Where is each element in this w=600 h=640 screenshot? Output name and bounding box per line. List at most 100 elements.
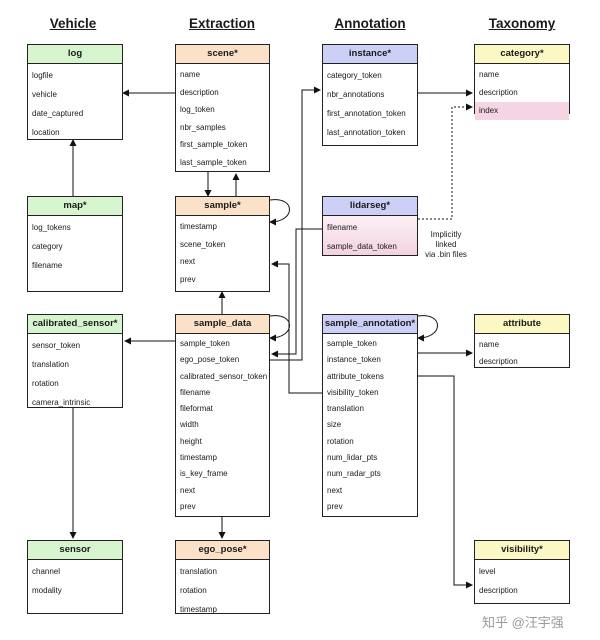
note-line-1: Implicitly xyxy=(430,230,462,239)
table-sample: sample* timestamp scene_token next prev xyxy=(175,196,270,292)
field-sd-prev: prev xyxy=(180,501,196,511)
field-scene-description: description xyxy=(180,87,219,97)
field-log-date-captured: date_captured xyxy=(32,109,84,118)
field-sample-scene-token: scene_token xyxy=(180,239,226,249)
table-sample-annotation: sample_annotation* sample_token instance… xyxy=(322,314,418,517)
field-attribute-name: name xyxy=(479,340,500,349)
field-sample-timestamp: timestamp xyxy=(180,222,217,231)
table-category: category* name description index xyxy=(474,44,570,120)
field-sd-calibrated-sensor-token: calibrated_sensor_token xyxy=(180,371,268,381)
field-sa-attribute-tokens: attribute_tokens xyxy=(327,371,384,381)
edge-sample-self xyxy=(269,199,290,226)
column-title-taxonomy: Taxonomy xyxy=(488,16,556,31)
edge-annotation-visibility xyxy=(418,375,473,589)
field-sd-fileformat: fileformat xyxy=(180,404,213,414)
field-scene-name: name xyxy=(180,70,201,79)
field-sa-num-radar-pts: num_radar_pts xyxy=(327,469,381,479)
edge-lidarseg-category-dotted xyxy=(418,103,473,220)
field-sa-translation: translation xyxy=(327,404,364,414)
field-log-location: location xyxy=(32,128,60,137)
table-scene: scene* name description log_token nbr_sa… xyxy=(175,44,270,172)
table-calibrated-sensor: calibrated_sensor* sensor_token translat… xyxy=(27,314,123,408)
field-scene-log-token: log_token xyxy=(180,105,215,114)
field-sd-next: next xyxy=(180,485,196,495)
field-log-logfile: logfile xyxy=(32,71,53,80)
implicit-link-note: Implicitly linked via .bin files xyxy=(418,230,474,260)
table-visibility-title: visibility* xyxy=(475,541,569,560)
field-sa-sample-token: sample_token xyxy=(327,339,377,348)
edge-annotation-sample xyxy=(271,260,322,394)
field-visibility-level: level xyxy=(479,567,496,576)
edge-lidarseg-sampledata xyxy=(271,228,322,358)
field-category-description: description xyxy=(479,88,518,97)
field-map-log-tokens: log_tokens xyxy=(32,223,71,232)
field-scene-first-sample-token: first_sample_token xyxy=(180,140,248,149)
table-visibility: visibility* level description xyxy=(474,540,570,604)
table-sensor-title: sensor xyxy=(28,541,122,560)
field-map-filename: filename xyxy=(32,261,63,270)
column-title-vehicle: Vehicle xyxy=(49,16,97,31)
field-sensor-channel: channel xyxy=(32,567,61,576)
field-calib-sensor-token: sensor_token xyxy=(32,341,81,350)
table-map: map* log_tokens category filename xyxy=(27,196,123,292)
watermark: 知乎 @汪宇强 xyxy=(482,615,564,630)
field-sa-num-lidar-pts: num_lidar_pts xyxy=(327,453,378,463)
field-scene-last-sample-token: last_sample_token xyxy=(180,157,247,167)
field-scene-nbr-samples: nbr_samples xyxy=(180,122,226,132)
table-map-title: map* xyxy=(28,197,122,216)
table-attribute-title: attribute xyxy=(475,315,569,334)
table-attribute: attribute name description xyxy=(474,314,570,368)
field-instance-last-annotation-token: last_annotation_token xyxy=(327,128,406,137)
field-calib-translation: translation xyxy=(32,360,69,369)
table-lidarseg: lidarseg* filename sample_data_token xyxy=(322,196,418,256)
field-sample-prev: prev xyxy=(180,274,196,284)
table-sample-annotation-title: sample_annotation* xyxy=(323,315,417,334)
field-sample-next: next xyxy=(180,257,196,266)
field-ego-translation: translation xyxy=(180,567,217,576)
field-ego-timestamp: timestamp xyxy=(180,605,217,614)
table-category-title: category* xyxy=(475,45,569,64)
field-sa-next: next xyxy=(327,485,343,495)
field-sd-sample-token: sample_token xyxy=(180,339,230,348)
table-sample-data-title: sample_data xyxy=(176,315,269,334)
table-log-title: log xyxy=(28,45,122,64)
table-sample-data: sample_data sample_token ego_pose_token … xyxy=(175,314,270,517)
field-sd-filename: filename xyxy=(180,387,211,397)
edge-sampledata-self xyxy=(269,315,290,342)
table-sensor: sensor channel modality xyxy=(27,540,123,614)
table-ego-pose-title: ego_pose* xyxy=(176,541,269,560)
field-sd-height: height xyxy=(180,436,202,446)
edge-sampledata-instance xyxy=(270,86,321,361)
field-sensor-modality: modality xyxy=(32,586,62,595)
table-instance: instance* category_token nbr_annotations… xyxy=(322,44,418,146)
table-scene-title: scene* xyxy=(176,45,269,64)
field-sa-instance-token: instance_token xyxy=(327,355,381,365)
note-line-2: linked xyxy=(435,240,457,249)
field-visibility-description: description xyxy=(479,586,518,595)
table-log: log logfile vehicle date_captured locati… xyxy=(27,44,123,140)
column-title-annotation: Annotation xyxy=(334,16,406,31)
field-instance-nbr-annotations: nbr_annotations xyxy=(327,90,385,99)
field-category-index: index xyxy=(475,102,569,120)
field-sd-is-key-frame: is_key_frame xyxy=(180,469,228,479)
table-lidarseg-title: lidarseg* xyxy=(323,197,417,216)
field-sd-width: width xyxy=(180,420,199,430)
column-title-extraction: Extraction xyxy=(188,16,256,31)
note-line-3: via .bin files xyxy=(425,250,467,259)
edge-annotation-self xyxy=(417,315,438,342)
field-sa-prev: prev xyxy=(327,501,343,511)
field-map-category: category xyxy=(32,242,63,251)
field-sd-timestamp: timestamp xyxy=(180,453,217,463)
field-ego-rotation: rotation xyxy=(180,586,207,595)
table-ego-pose: ego_pose* translation rotation timestamp xyxy=(175,540,270,614)
field-attribute-description: description xyxy=(479,357,518,366)
field-sd-ego-pose-token: ego_pose_token xyxy=(180,355,240,365)
field-sa-visibility-token: visibility_token xyxy=(327,387,379,397)
table-calibrated-sensor-title: calibrated_sensor* xyxy=(28,315,122,334)
field-category-name: name xyxy=(479,70,500,79)
field-calib-rotation: rotation xyxy=(32,379,59,388)
field-instance-category-token: category_token xyxy=(327,71,382,80)
field-lidarseg-sample-data-token: sample_data_token xyxy=(327,242,397,251)
field-lidarseg-filename: filename xyxy=(327,223,358,232)
